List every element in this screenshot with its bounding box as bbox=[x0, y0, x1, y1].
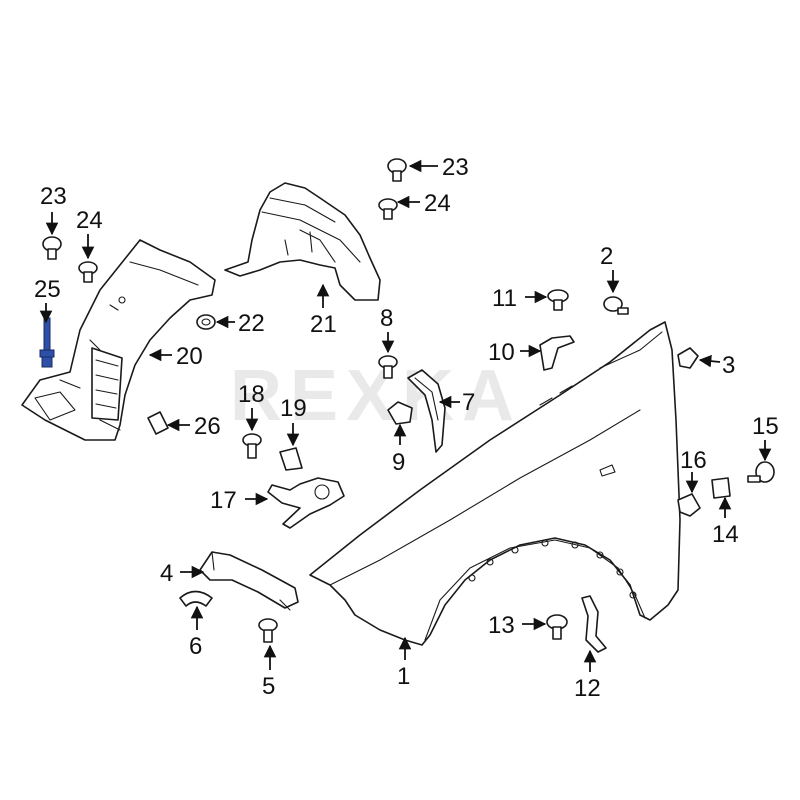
callout-12: 12 bbox=[574, 675, 601, 702]
part-16-clip bbox=[677, 493, 701, 517]
callout-11: 11 bbox=[492, 285, 517, 312]
callout-19: 19 bbox=[280, 395, 307, 422]
callout-labels: 1 2 3 4 5 6 7 8 9 10 11 12 13 14 15 16 1… bbox=[34, 154, 779, 702]
part-24-screw-upper bbox=[378, 198, 398, 220]
callout-22: 22 bbox=[238, 310, 265, 337]
part-17-support-bracket bbox=[267, 477, 345, 529]
callout-14: 14 bbox=[712, 521, 739, 548]
fender-mounting-holes bbox=[468, 539, 637, 599]
part-4-lower-bracket bbox=[199, 551, 299, 611]
callout-23-left: 23 bbox=[40, 183, 67, 210]
callout-18: 18 bbox=[238, 381, 265, 408]
part-24-screw-left bbox=[78, 261, 98, 283]
part-7-fender-bracket bbox=[407, 369, 446, 453]
part-9-nut-clip bbox=[387, 401, 413, 425]
part-25-highlighted-bolt bbox=[39, 317, 55, 368]
callout-arrows bbox=[39, 159, 772, 672]
part-18-bolt bbox=[242, 433, 262, 459]
callout-21: 21 bbox=[310, 311, 337, 338]
part-20-inner-fender-liner bbox=[21, 239, 216, 441]
callout-6: 6 bbox=[189, 633, 202, 660]
callout-8: 8 bbox=[380, 305, 393, 332]
callout-3: 3 bbox=[722, 352, 735, 379]
part-8-bolt bbox=[378, 355, 398, 379]
callout-26: 26 bbox=[194, 413, 221, 440]
callout-16: 16 bbox=[680, 447, 707, 474]
part-21-rear-fender-liner bbox=[224, 182, 381, 301]
part-6-clip bbox=[179, 590, 213, 607]
watermark-text: REXKA bbox=[230, 356, 522, 436]
callout-7: 7 bbox=[462, 389, 475, 416]
callout-17: 17 bbox=[210, 487, 237, 514]
callout-25: 25 bbox=[34, 276, 61, 303]
callout-4: 4 bbox=[160, 560, 173, 587]
part-13-screw bbox=[546, 614, 568, 640]
part-5-screw bbox=[258, 618, 278, 643]
callout-23-upper: 23 bbox=[442, 154, 469, 181]
arrow-3 bbox=[698, 354, 721, 368]
part-2-bolt bbox=[603, 296, 629, 315]
callout-13: 13 bbox=[488, 612, 515, 639]
part-19-clip bbox=[279, 447, 303, 471]
part-12-bracket bbox=[581, 595, 607, 653]
callout-15: 15 bbox=[752, 413, 779, 440]
callout-5: 5 bbox=[262, 673, 275, 700]
part-15-screw bbox=[747, 461, 775, 483]
callout-2: 2 bbox=[600, 243, 613, 270]
callout-1: 1 bbox=[397, 663, 410, 690]
part-14-clip bbox=[711, 477, 731, 499]
part-23-bolt-left bbox=[42, 236, 62, 260]
callout-24-upper: 24 bbox=[424, 190, 451, 217]
callout-20: 20 bbox=[176, 343, 203, 370]
part-23-bolt-upper bbox=[387, 158, 407, 182]
callout-24-left: 24 bbox=[76, 207, 103, 234]
callout-9: 9 bbox=[392, 449, 405, 476]
part-11-bolt bbox=[547, 289, 569, 311]
part-3-nut bbox=[677, 347, 699, 369]
part-26-clip bbox=[147, 411, 169, 435]
callout-10: 10 bbox=[488, 339, 515, 366]
part-10-bracket bbox=[539, 335, 575, 371]
part-22-grommet bbox=[196, 314, 216, 330]
